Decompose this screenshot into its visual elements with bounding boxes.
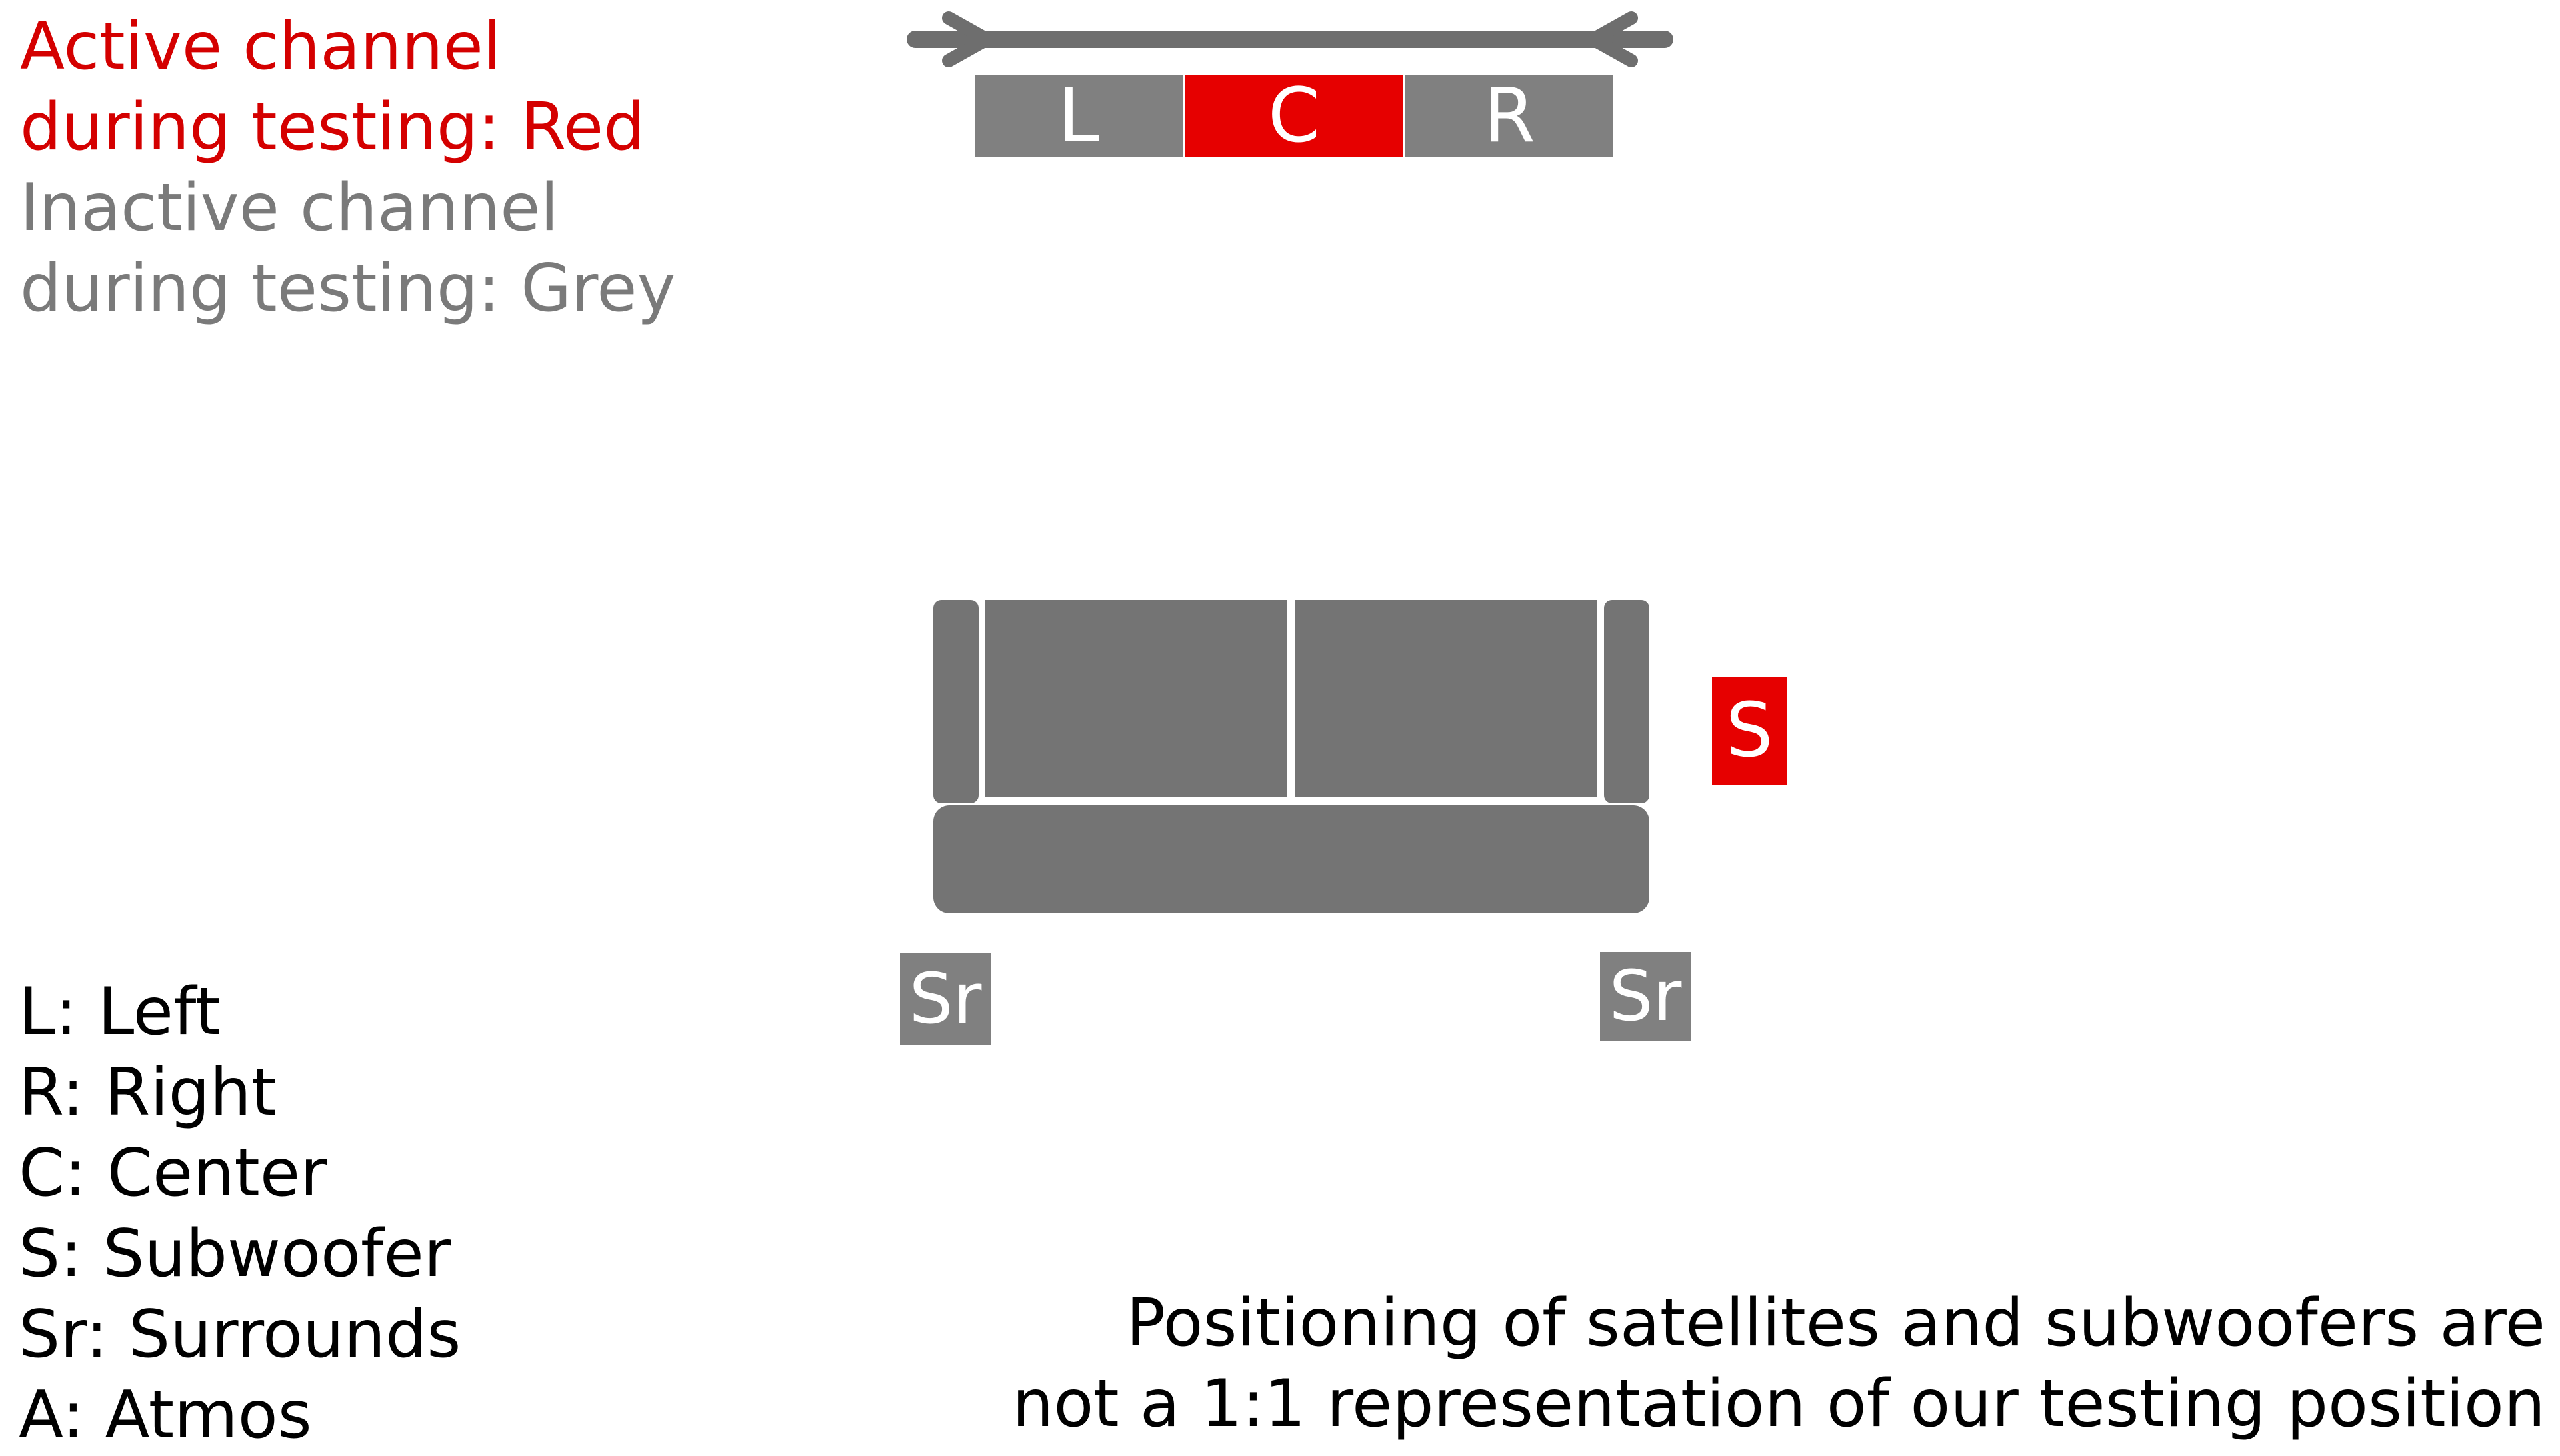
legend-key-subwoofer: S: Subwoofer [19,1216,451,1292]
sofa-arm-left [933,600,979,803]
speaker-subwoofer-box [1712,677,1787,785]
speaker-surround-right-box [1600,952,1691,1041]
positioning-note: Positioning of satellites and subwoofers… [1012,1283,2545,1445]
speaker-right: R [1405,73,1613,159]
speaker-surround-right: Sr [1600,952,1691,1041]
positioning-note-line-1: Positioning of satellites and subwoofers… [1125,1285,2545,1361]
legend-key-left: L: Left [19,974,221,1050]
speaker-right-box [1405,75,1613,157]
speaker-surround-right-label: Sr [1609,955,1682,1037]
sofa [933,600,1649,913]
abbreviation-legend: L: Left R: Right C: Center S: Subwoofer … [19,972,461,1456]
sofa-back-cushion-right [1295,600,1597,797]
sofa-arm-right [1604,600,1649,803]
legend-key-center: C: Center [19,1135,327,1211]
legend-inactive-line-2: during testing: Grey [20,251,676,327]
speaker-subwoofer: S [1712,677,1787,785]
speaker-center: C [1185,73,1403,159]
speaker-surround-left: Sr [900,953,991,1045]
arrow-left-pointing-icon [1587,11,1638,67]
arrow-right-pointing-icon [942,11,993,67]
speaker-surround-left-box [900,953,991,1045]
legend-active-line-1: Active channel [20,9,502,85]
screen-width-indicator [907,11,1673,67]
channel-status-legend: Active channel during testing: Red Inact… [20,7,676,329]
speaker-surround-left-label: Sr [909,958,982,1039]
legend-key-atmos: A: Atmos [19,1377,312,1453]
legend-inactive-line-1: Inactive channel [20,170,559,246]
speaker-left-box [975,75,1183,157]
speaker-left: L [975,73,1183,159]
legend-active-line-2: during testing: Red [20,89,645,165]
speaker-center-label: C [1268,73,1320,159]
legend-key-right: R: Right [19,1055,277,1131]
speaker-right-label: R [1483,73,1535,159]
sofa-back-cushion-left [985,600,1287,797]
speaker-subwoofer-label: S [1725,687,1773,774]
sofa-seat [933,805,1649,913]
speaker-left-label: L [1058,73,1099,159]
speaker-center-box [1185,75,1403,157]
positioning-note-line-2: not a 1:1 representation of our testing … [1012,1366,2545,1442]
legend-key-surrounds: Sr: Surrounds [19,1297,461,1373]
